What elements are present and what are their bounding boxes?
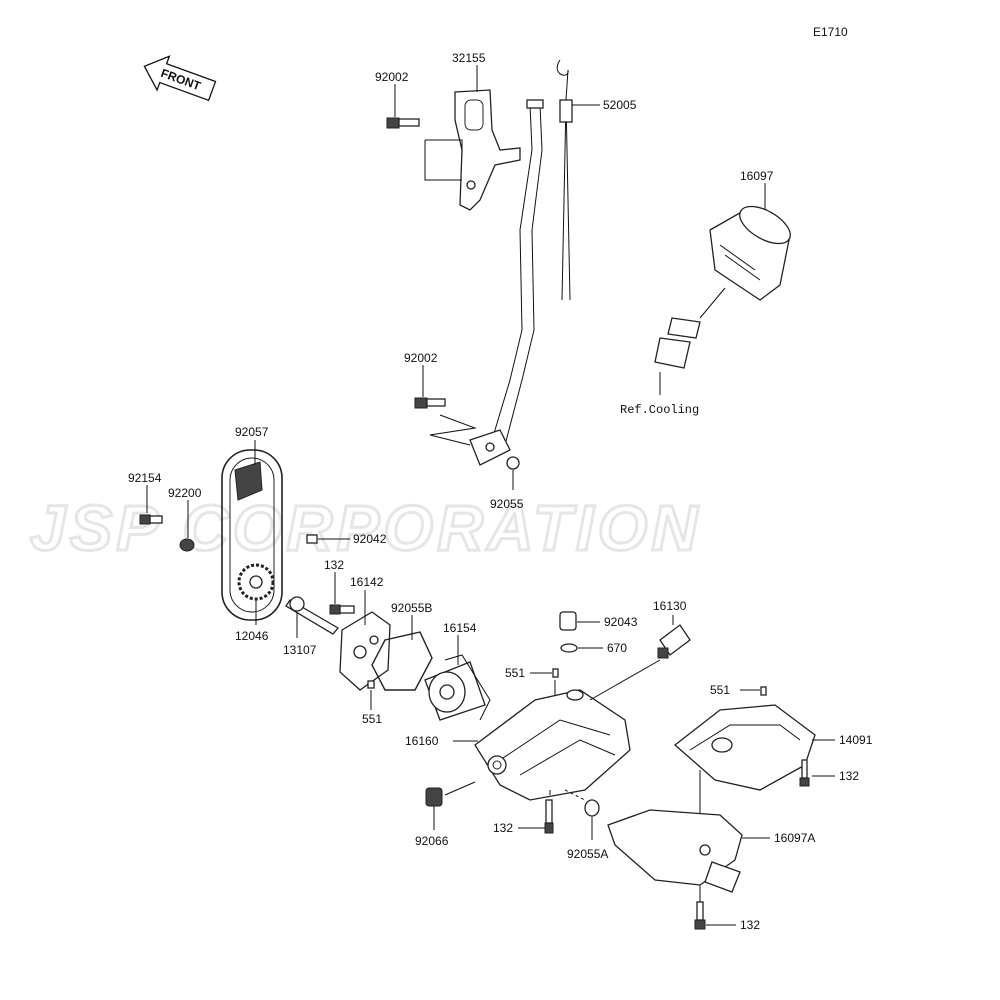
leader-lines — [146, 65, 835, 926]
label-92057: 92057 — [235, 425, 269, 439]
bolt-132-a — [329, 604, 355, 615]
label-132-d: 132 — [740, 918, 760, 932]
front-arrow-icon: FRONT — [143, 55, 217, 102]
pin-92042 — [306, 534, 318, 544]
label-16154: 16154 — [443, 621, 477, 635]
label-92055A: 92055A — [567, 847, 608, 861]
label-551-c: 551 — [710, 683, 730, 697]
washer-92200 — [179, 538, 195, 552]
label-551-b: 551 — [505, 666, 525, 680]
label-132-b: 132 — [839, 769, 859, 783]
label-132-a: 132 — [324, 558, 344, 572]
bolt-132-c — [544, 799, 554, 834]
strainer-16097A — [607, 809, 743, 893]
filter-fitting — [654, 317, 701, 369]
label-32155: 32155 — [452, 51, 486, 65]
label-92066: 92066 — [415, 834, 449, 848]
watermark: JSP CORPORATION — [30, 492, 702, 564]
diagram-code: E1710 — [813, 25, 848, 39]
leader-pipe-bolt — [429, 414, 477, 446]
dowel-551-a — [367, 680, 375, 689]
label-92043: 92043 — [604, 615, 638, 629]
oil-filter — [709, 205, 791, 301]
bolt-132-d — [694, 901, 706, 930]
dipstick-guide-pipe — [469, 99, 544, 466]
label-52005: 52005 — [603, 98, 637, 112]
cover-14091 — [673, 704, 816, 791]
label-92200: 92200 — [168, 486, 202, 500]
housing-16160 — [474, 689, 631, 801]
leader-oring-92055A — [564, 789, 586, 801]
label-92042: 92042 — [353, 532, 387, 546]
label-551-a: 551 — [362, 712, 382, 726]
label-92002-top: 92002 — [375, 70, 409, 84]
pump-cover-16142 — [339, 611, 391, 691]
leader-plug — [444, 781, 476, 796]
dowel-551-c — [760, 686, 767, 696]
label-16160: 16160 — [405, 734, 439, 748]
sprocket-12046 — [237, 563, 275, 601]
leader-bracket-bolt — [424, 139, 463, 181]
label-16097: 16097 — [740, 169, 774, 183]
leader-fitting-16130 — [589, 659, 661, 701]
label-12046: 12046 — [235, 629, 269, 643]
label-ref-cooling: Ref.Cooling — [620, 403, 699, 417]
oring-92055A — [584, 799, 600, 817]
label-92055: 92055 — [490, 497, 524, 511]
bolt-92002-top — [386, 117, 420, 129]
bolt-132-b — [799, 759, 810, 787]
label-16097A: 16097A — [774, 831, 815, 845]
fitting-16130 — [657, 624, 691, 659]
pump-shaft-13107 — [285, 596, 339, 635]
bolt-92002-mid — [414, 397, 446, 409]
label-14091: 14091 — [839, 733, 873, 747]
label-92002-mid: 92002 — [404, 351, 438, 365]
label-92154: 92154 — [128, 471, 162, 485]
dipstick — [556, 59, 573, 301]
gasket-92055B — [371, 631, 433, 691]
leader-filter-fitting — [699, 287, 726, 319]
label-670: 670 — [607, 641, 627, 655]
label-16130: 16130 — [653, 599, 687, 613]
oil-pump-chain — [221, 449, 283, 621]
label-132-c: 132 — [493, 821, 513, 835]
oring-670 — [560, 643, 578, 653]
leader-rotor — [444, 654, 491, 721]
collar-92043 — [559, 611, 577, 631]
label-16142: 16142 — [350, 575, 384, 589]
dowel-551-b — [552, 668, 559, 678]
pump-rotor-16154 — [424, 661, 486, 721]
label-92055B: 92055B — [391, 601, 432, 615]
plug-92066 — [425, 787, 443, 807]
dipstick-bracket — [454, 89, 521, 211]
bolt-92154 — [139, 514, 163, 525]
oring-92055 — [506, 456, 520, 470]
label-13107: 13107 — [283, 643, 317, 657]
